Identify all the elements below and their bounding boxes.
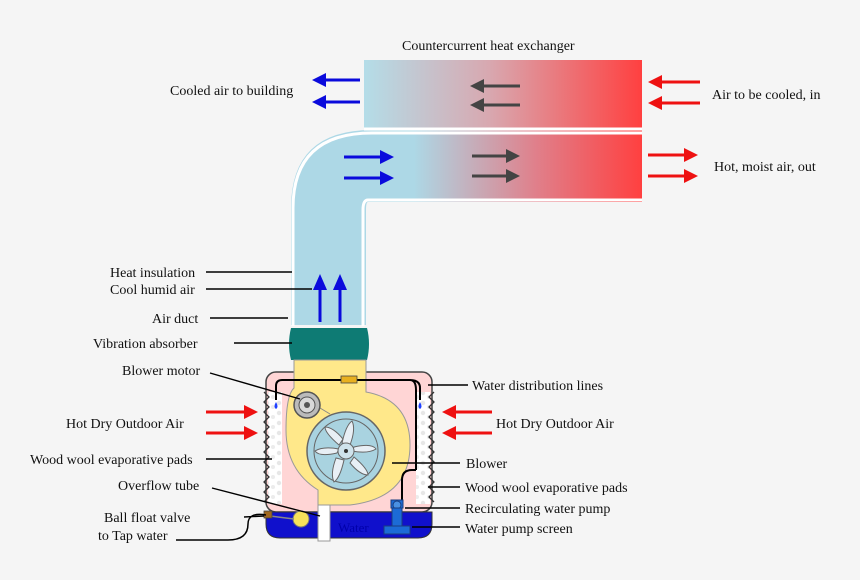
label-tap-water: to Tap water <box>98 529 168 544</box>
label-pads-right: Wood wool evaporative pads <box>465 481 628 496</box>
overflow-tube <box>317 504 331 542</box>
label-heat-exchanger: Countercurrent heat exchanger <box>402 39 575 54</box>
air-in-arrows <box>648 75 700 110</box>
label-pads-left: Wood wool evaporative pads <box>30 453 193 468</box>
hot-dry-air-left-arrows <box>206 405 258 440</box>
label-pump: Recirculating water pump <box>465 502 610 517</box>
right-evaporative-pad <box>416 392 430 504</box>
left-evaporative-pad <box>268 392 282 504</box>
blower-blades <box>314 420 377 483</box>
tap-water-pipe <box>176 513 267 541</box>
label-water-distribution: Water distribution lines <box>472 379 603 394</box>
label-blower-motor: Blower motor <box>122 364 200 379</box>
recirculating-pump <box>383 499 411 535</box>
label-pump-screen: Water pump screen <box>465 522 573 537</box>
heat-insulation-outline <box>291 131 642 326</box>
label-air-duct: Air duct <box>152 312 198 327</box>
label-hot-dry-right: Hot Dry Outdoor Air <box>496 417 614 432</box>
label-cool-humid: Cool humid air <box>110 283 195 298</box>
water-label: Water <box>338 520 369 535</box>
label-overflow: Overflow tube <box>118 479 199 494</box>
label-vibration-absorber: Vibration absorber <box>93 337 198 352</box>
air-duct-elbow <box>291 130 642 325</box>
leader-lines <box>206 271 468 528</box>
label-air-in: Air to be cooled, in <box>712 88 820 103</box>
cool-air-right-arrows <box>344 150 394 185</box>
exchanger-top-channel <box>364 60 642 128</box>
hot-dry-air-right-arrows <box>442 405 492 440</box>
label-heat-insulation: Heat insulation <box>110 266 195 281</box>
distribution-valve <box>340 375 358 384</box>
vibration-absorber <box>289 328 369 360</box>
label-hot-dry-left: Hot Dry Outdoor Air <box>66 417 184 432</box>
exchanger-top-arrows <box>470 79 520 112</box>
label-blower: Blower <box>466 457 508 472</box>
hot-moist-arrows <box>648 148 698 183</box>
label-hot-moist: Hot, moist air, out <box>714 160 816 175</box>
exchanger-bottom-arrows <box>472 149 520 183</box>
cooled-air-arrows <box>312 73 360 109</box>
label-ball-float: Ball float valve <box>104 511 190 526</box>
label-cooled-air: Cooled air to building <box>170 84 293 99</box>
ball-float <box>292 510 310 528</box>
cool-humid-arrows <box>313 274 347 322</box>
